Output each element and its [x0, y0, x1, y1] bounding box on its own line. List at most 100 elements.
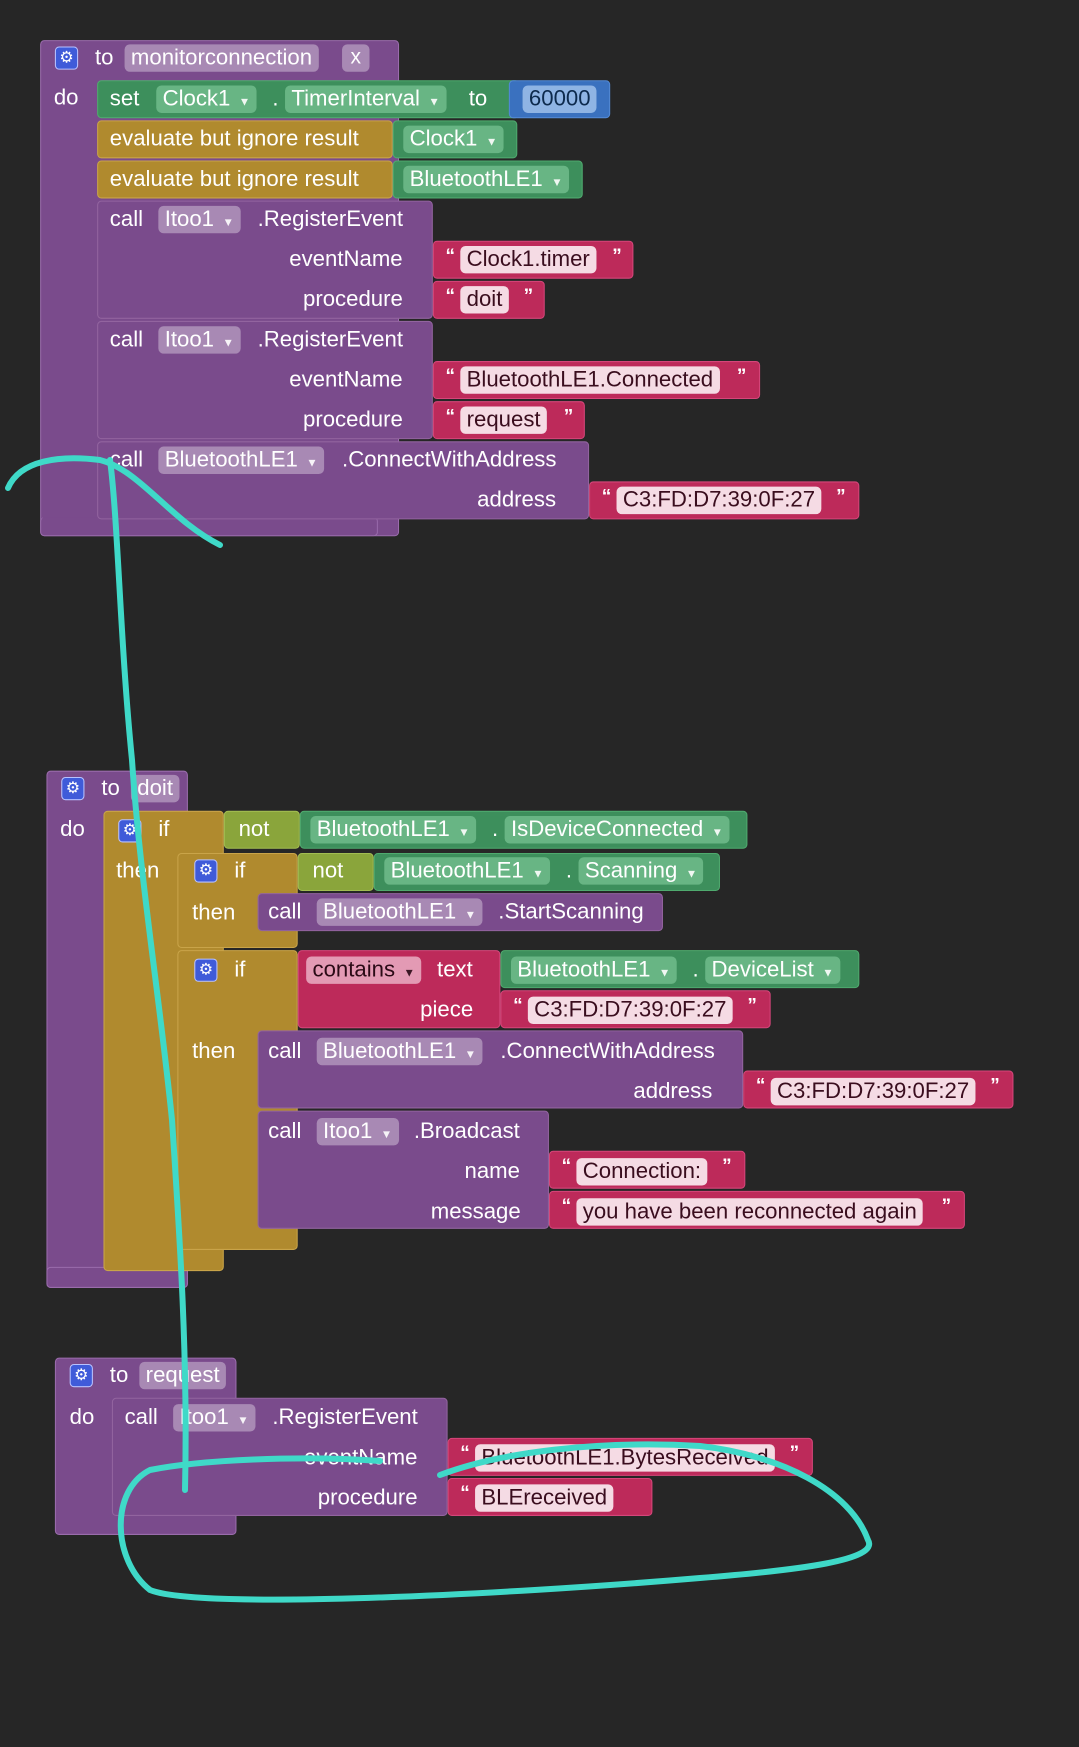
ble-dropdown[interactable]: BluetoothLE1▼ — [316, 898, 483, 926]
address-field[interactable]: C3:FD:D7:39:0F:27 — [616, 486, 822, 515]
method-label: .ConnectWithAddress — [342, 447, 557, 472]
open-quote-icon: “ — [460, 1442, 470, 1464]
procedure-2-field[interactable]: request — [460, 406, 547, 434]
timerinterval-dropdown[interactable]: TimerInterval▼ — [285, 85, 447, 113]
eventname-2-field[interactable]: BluetoothLE1.Connected — [460, 366, 720, 394]
annotation-scribble — [5, 455, 873, 1603]
open-quote-icon: “ — [445, 244, 456, 267]
if-gear-icon[interactable]: ⚙ — [194, 958, 218, 982]
procedure-field[interactable]: BLEreceived — [475, 1484, 614, 1512]
open-quote-icon: “ — [445, 405, 456, 427]
piece-field[interactable]: C3:FD:D7:39:0F:27 — [527, 996, 733, 1025]
chevron-down-icon: ▼ — [222, 336, 234, 350]
clock1-dropdown[interactable]: Clock1▼ — [156, 85, 257, 113]
close-quote-icon: ” — [722, 1154, 732, 1177]
evaluate-block-ble[interactable] — [97, 160, 393, 199]
itoo1-dropdown[interactable]: Itoo1▼ — [158, 326, 241, 354]
close-quote-icon: ” — [836, 485, 846, 507]
chevron-down-icon: ▼ — [380, 1128, 393, 1142]
call-label: call — [124, 1405, 158, 1430]
close-quote-icon: ” — [789, 1442, 800, 1464]
method-label: .RegisterEvent — [257, 327, 403, 352]
itoo1-dropdown[interactable]: Itoo1▼ — [158, 205, 241, 234]
chevron-down-icon: ▼ — [658, 967, 671, 980]
register-event-block-1[interactable] — [97, 200, 433, 319]
eventname-label: eventName — [289, 367, 403, 392]
address-field[interactable]: C3:FD:D7:39:0F:27 — [770, 1077, 976, 1106]
if-label: if — [234, 858, 246, 883]
is-device-connected-dropdown[interactable]: IsDeviceConnected▼ — [504, 816, 730, 844]
procedure-1-field[interactable]: doit — [460, 286, 509, 314]
itoo1-dropdown[interactable]: Itoo1▼ — [316, 1117, 399, 1146]
method-label: .ConnectWithAddress — [500, 1038, 715, 1064]
eventname-1-field[interactable]: Clock1.timer — [460, 245, 597, 274]
address-label: address — [633, 1078, 713, 1104]
if-gear-icon[interactable]: ⚙ — [194, 859, 218, 883]
to-label: to — [95, 45, 114, 70]
message-label: message — [430, 1199, 521, 1224]
procedure-name-field[interactable]: monitorconnection — [124, 44, 319, 72]
then-label: then — [192, 1038, 236, 1064]
not-block-outer[interactable] — [223, 810, 300, 849]
annotation-stroke-top — [5, 455, 223, 548]
evaluate-block-clock[interactable] — [97, 120, 393, 159]
message-field[interactable]: you have been reconnected again — [576, 1198, 924, 1226]
devicelist-dropdown[interactable]: DeviceList▼ — [705, 956, 841, 984]
close-quote-icon: ” — [941, 1195, 952, 1217]
chevron-down-icon: ▼ — [464, 1048, 477, 1061]
call-label: call — [109, 327, 144, 352]
contains-dropdown[interactable]: contains▼ — [306, 956, 422, 984]
open-quote-icon: “ — [755, 1074, 766, 1096]
ble-dropdown[interactable]: BluetoothLE1▼ — [158, 446, 325, 475]
do-label: do — [53, 85, 79, 110]
annotation-stroke-loop — [117, 1441, 873, 1603]
dot-separator: . — [692, 957, 699, 982]
register-event-block-2[interactable] — [97, 320, 433, 440]
method-label: .RegisterEvent — [257, 206, 403, 232]
chevron-down-icon: ▼ — [711, 826, 724, 840]
eventname-label: eventName — [289, 247, 403, 272]
call-label: call — [109, 206, 144, 232]
to-word: to — [468, 86, 488, 111]
chevron-down-icon: ▼ — [458, 826, 470, 840]
not-block-inner[interactable] — [297, 853, 374, 892]
piece-label: piece — [420, 997, 474, 1022]
scanning-dropdown[interactable]: Scanning▼ — [578, 857, 704, 885]
mutator-gear-icon[interactable]: ⚙ — [69, 1363, 93, 1388]
ble-dropdown[interactable]: BluetoothLE1▼ — [510, 956, 677, 984]
name-field[interactable]: Connection: — [576, 1158, 708, 1186]
remove-x-button[interactable]: x — [342, 44, 370, 72]
chevron-down-icon: ▼ — [464, 908, 477, 922]
call-label: call — [268, 1119, 302, 1144]
open-quote-icon: “ — [561, 1195, 572, 1217]
ble-dropdown[interactable]: BluetoothLE1▼ — [384, 857, 551, 885]
open-quote-icon: “ — [445, 365, 456, 387]
then-label: then — [116, 858, 160, 883]
ble-component-dropdown[interactable]: BluetoothLE1▼ — [403, 165, 570, 194]
mutator-gear-icon[interactable]: ⚙ — [61, 776, 85, 801]
procedure-param-label: procedure — [302, 407, 403, 432]
close-quote-icon: ” — [523, 285, 534, 307]
close-quote-icon: ” — [563, 405, 574, 427]
interval-value-field[interactable]: 60000 — [522, 85, 597, 113]
open-quote-icon: “ — [561, 1154, 572, 1177]
ble-dropdown[interactable]: BluetoothLE1▼ — [310, 816, 477, 844]
address-label: address — [477, 487, 557, 513]
clock1-component-dropdown[interactable]: Clock1▼ — [403, 125, 504, 154]
mutator-gear-icon[interactable]: ⚙ — [54, 46, 79, 70]
evaluate-label: evaluate but ignore result — [109, 126, 359, 151]
ble-dropdown[interactable]: BluetoothLE1▼ — [316, 1037, 483, 1066]
procedure-name-field[interactable]: doit — [130, 774, 180, 803]
dot-separator: . — [491, 817, 499, 842]
do-label: do — [60, 817, 85, 842]
set-label: set — [109, 86, 140, 111]
open-quote-icon: “ — [513, 994, 523, 1016]
broadcast-block[interactable] — [257, 1110, 549, 1229]
chevron-down-icon: ▼ — [403, 967, 416, 980]
method-label: .Broadcast — [413, 1119, 520, 1144]
then-label: then — [192, 900, 236, 925]
text-label: text — [437, 957, 473, 982]
call-label: call — [268, 899, 302, 924]
chevron-down-icon: ▼ — [428, 96, 440, 109]
